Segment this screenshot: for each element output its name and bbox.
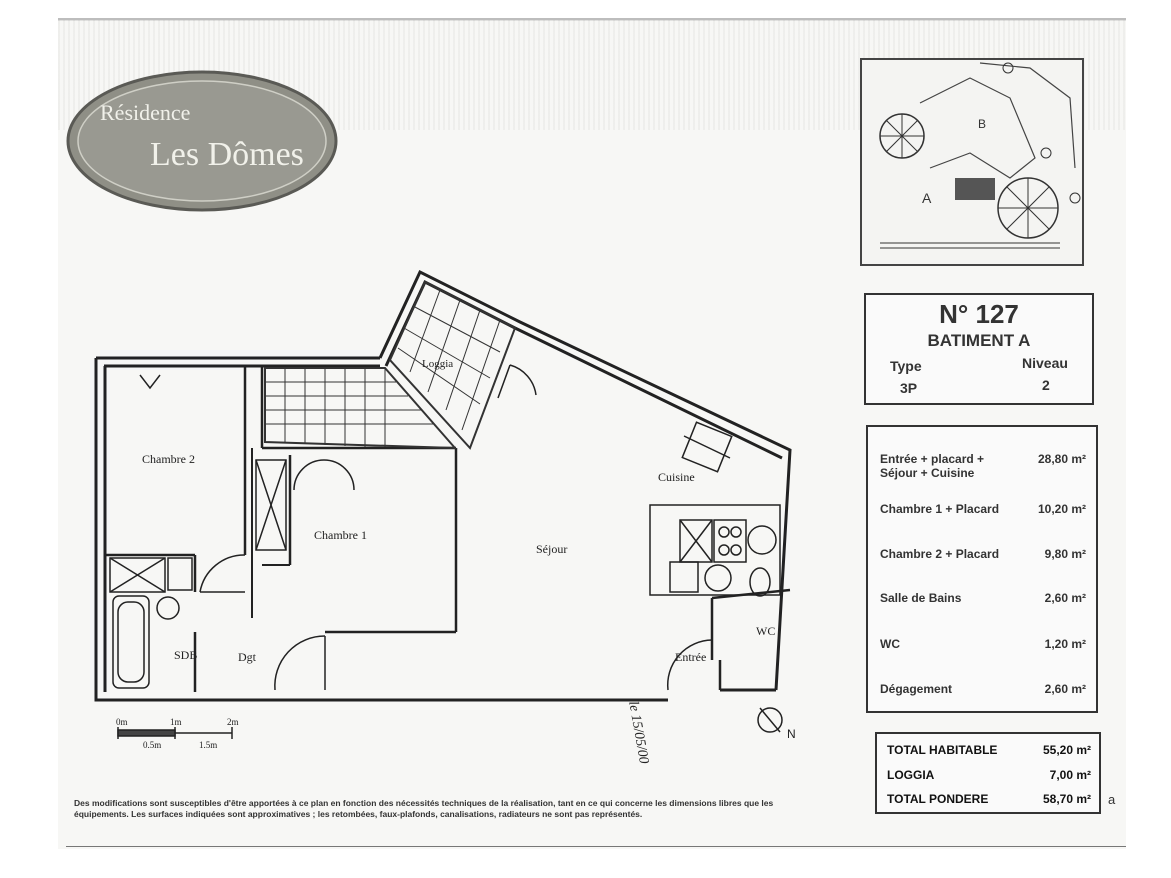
area-row: WC 1,20 m² <box>880 637 1090 651</box>
total-value: 58,70 m² <box>1042 792 1091 806</box>
bottom-rule <box>66 846 1126 847</box>
area-name: Chambre 1 + Placard <box>880 502 1000 516</box>
building-name: BATIMENT A <box>927 331 1031 350</box>
room-entree: Entrée <box>675 650 707 664</box>
total-value: 7,00 m² <box>1049 768 1091 782</box>
area-name: Chambre 2 + Placard <box>880 547 1000 561</box>
total-row: TOTAL PONDERE 58,70 m² <box>887 792 1093 806</box>
disclaimer-text: Des modifications sont susceptibles d'êt… <box>74 798 774 819</box>
site-label-b: B <box>978 117 986 131</box>
north-label: N <box>787 727 796 741</box>
area-row: Dégagement 2,60 m² <box>880 682 1090 696</box>
type-value: 3P <box>900 380 918 396</box>
level-label: Niveau <box>1022 355 1068 371</box>
room-chambre-1: Chambre 1 <box>314 528 367 542</box>
room-chambre-2: Chambre 2 <box>142 452 195 466</box>
area-row: Entrée + placard + Séjour + Cuisine <box>880 452 1020 480</box>
residence-logo <box>66 70 338 212</box>
room-sejour: Séjour <box>536 542 568 556</box>
room-dgt: Dgt <box>238 650 256 664</box>
corner-mark: a <box>1108 792 1116 807</box>
area-value: 10,20 m² <box>1037 502 1086 516</box>
room-loggia: Loggia <box>422 358 454 370</box>
area-name: Entrée + placard + Séjour + Cuisine <box>880 452 985 480</box>
room-wc: WC <box>756 624 776 638</box>
area-value: 1,20 m² <box>1044 637 1086 651</box>
total-value: 55,20 m² <box>1042 743 1091 757</box>
apartment-number: N° 127 <box>939 299 1019 329</box>
site-plan: A B <box>860 58 1084 266</box>
logo-line-2: Les Dômes <box>150 136 304 173</box>
totals-table: TOTAL HABITABLE 55,20 m² LOGGIA 7,00 m² … <box>875 732 1101 814</box>
type-label: Type <box>890 358 922 374</box>
scale-label-15m: 1.5m <box>199 740 218 750</box>
total-name: TOTAL HABITABLE <box>887 743 998 757</box>
areas-table: Entrée + placard + Séjour + Cuisine 28,8… <box>866 425 1098 713</box>
site-label-a: A <box>922 190 932 206</box>
area-name: WC <box>880 637 900 651</box>
scale-label-05m: 0.5m <box>143 740 162 750</box>
total-name: LOGGIA <box>887 768 935 782</box>
room-sdb: SDB <box>174 648 198 662</box>
scale-label-2m: 2m <box>227 717 239 727</box>
area-row: Chambre 1 + Placard 10,20 m² <box>880 502 1090 516</box>
area-name: Salle de Bains <box>880 591 962 605</box>
area-value: 2,60 m² <box>1044 682 1086 696</box>
total-row: LOGGIA 7,00 m² <box>887 768 1093 782</box>
total-row: TOTAL HABITABLE 55,20 m² <box>887 743 1093 757</box>
area-row: Salle de Bains 2,60 m² <box>880 591 1090 605</box>
apartment-title-box: N° 127 BATIMENT A Type Niveau 3P 2 <box>864 293 1094 405</box>
area-name: Dégagement <box>880 682 953 696</box>
area-value: 2,60 m² <box>1044 591 1086 605</box>
total-name: TOTAL PONDERE <box>887 792 989 806</box>
north-arrow <box>757 707 783 733</box>
scale-label-1m: 1m <box>170 717 182 727</box>
room-cuisine: Cuisine <box>658 470 695 484</box>
area-row: Chambre 2 + Placard 9,80 m² <box>880 547 1090 561</box>
scale-label-0m: 0m <box>116 717 128 727</box>
logo-line-1: Résidence <box>100 100 191 125</box>
level-value: 2 <box>1042 377 1050 393</box>
area-value: 28,80 m² <box>1037 452 1086 466</box>
area-value: 9,80 m² <box>1044 547 1086 561</box>
